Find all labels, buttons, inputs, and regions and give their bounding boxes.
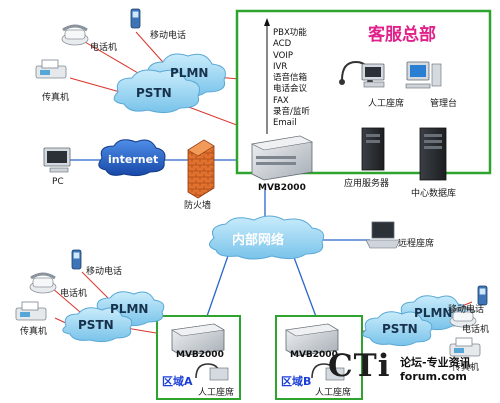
top-pstn-label: PSTN	[136, 86, 172, 100]
management-console-icon	[405, 61, 442, 89]
internet-cloud	[98, 139, 166, 177]
fax-machine-icon	[15, 301, 47, 321]
region-a-headset-icon	[195, 363, 229, 381]
top-phone-label: 电话机	[90, 43, 118, 53]
feature-item: VOIP	[273, 50, 293, 61]
mobile-phone-icon	[130, 8, 141, 29]
firewall-icon	[187, 139, 215, 199]
top-plmn-label: PLMN	[170, 66, 209, 80]
region-b-name: 区域B	[281, 375, 312, 388]
hq-title: 客服总部	[368, 25, 436, 45]
right-mobile-label: 移动电话	[448, 305, 485, 315]
left-pstn-label: PSTN	[78, 318, 114, 332]
hq-console-label: 管理台	[430, 99, 458, 109]
watermark-tag2: forum.com	[400, 370, 467, 383]
pstn-cloud-right	[362, 311, 433, 347]
feature-item: Email	[273, 118, 297, 129]
feature-item: FAX	[273, 95, 289, 106]
watermark-tag1: 论坛-专业资讯	[400, 356, 471, 369]
left-fax-label: 传真机	[20, 327, 48, 337]
pc-label: PC	[52, 177, 64, 187]
region-a-name: 区域A	[162, 375, 193, 388]
mobile-phone-icon	[71, 249, 82, 270]
feature-item: PBX功能	[273, 28, 307, 38]
agent-workstation-icon	[361, 63, 385, 88]
hq-agent-label: 人工座席	[368, 99, 405, 109]
hq-mvb-label: MVB2000	[258, 183, 306, 193]
right-pstn-label: PSTN	[382, 322, 418, 336]
app-server-icon	[361, 127, 385, 171]
feature-item: ACD	[273, 39, 292, 50]
region-b-headset-icon	[311, 363, 345, 381]
hq-db-label: 中心数据库	[411, 189, 457, 199]
lan-cloud	[209, 215, 325, 260]
mvb2000-hq-server-icon	[251, 135, 313, 181]
fax-machine-icon	[35, 59, 67, 79]
mvb2000-region-b-server-icon	[285, 323, 339, 357]
pc-icon	[43, 147, 71, 173]
pstn-cloud-top	[113, 69, 200, 114]
remote-agent-label: 远程座席	[398, 239, 435, 249]
top-mobile-label: 移动电话	[150, 31, 187, 41]
hq-app-server-label: 应用服务器	[344, 179, 390, 189]
feature-item: 语音信箱	[273, 73, 308, 84]
hq-feature-list: PBX功能 ACD VOIP IVR 语音信箱 电话会议 FAX 录音/监听 E…	[273, 28, 310, 130]
right-phone-label: 电话机	[462, 325, 490, 335]
lan-label: 内部网络	[232, 233, 285, 248]
desk-phone-icon	[60, 24, 90, 47]
left-mobile-label: 移动电话	[86, 267, 123, 277]
region-b-mvb-label: MVB2000	[290, 350, 338, 360]
desk-phone-icon	[28, 272, 58, 295]
region-a-agent-label: 人工座席	[198, 388, 235, 398]
right-fax-label: 传真机	[452, 363, 480, 373]
remote-laptop-icon	[365, 221, 401, 249]
left-phone-label: 电话机	[60, 289, 88, 299]
mvb2000-region-a-server-icon	[171, 323, 225, 357]
central-database-icon	[419, 127, 447, 181]
feature-item: 电话会议	[273, 84, 308, 95]
region-a-mvb-label: MVB2000	[176, 350, 224, 360]
top-fax-label: 传真机	[42, 93, 70, 103]
region-b-agent-label: 人工座席	[315, 388, 352, 398]
feature-item: IVR	[273, 61, 288, 72]
pstn-cloud-left	[62, 307, 133, 343]
internet-label: internet	[108, 153, 159, 166]
left-plmn-label: PLMN	[110, 302, 149, 316]
firewall-label: 防火墙	[184, 201, 212, 211]
right-plmn-label: PLMN	[414, 306, 453, 320]
watermark-brand: CTi	[328, 348, 391, 384]
feature-item: 录音/监听	[273, 107, 310, 118]
